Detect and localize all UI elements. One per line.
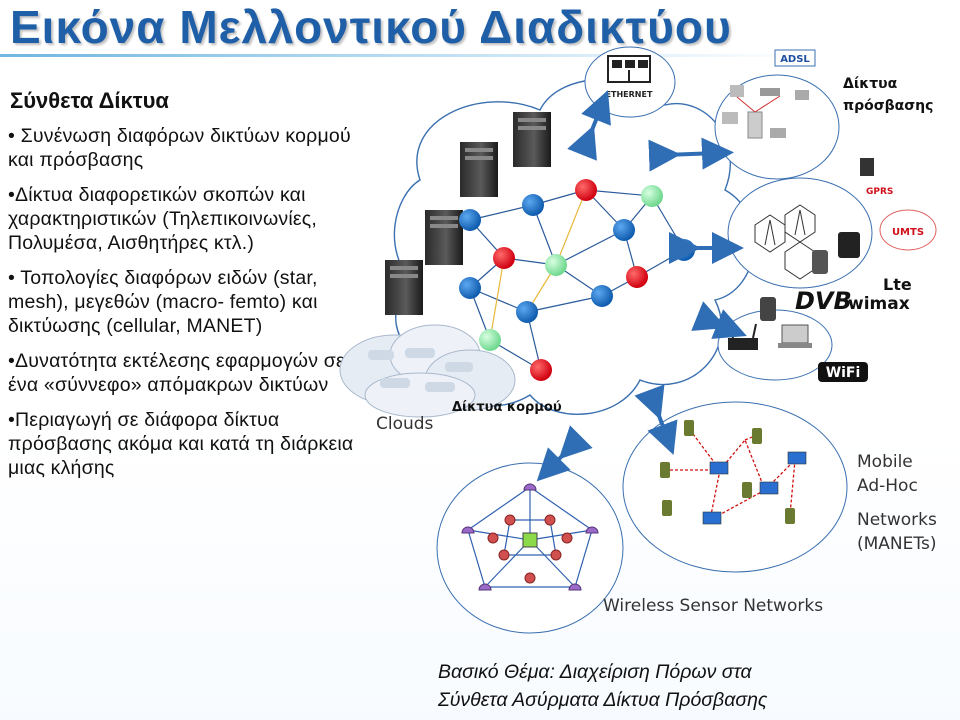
bullet-item: •Δίκτυα διαφορετικών σκοπών και χαρακτηρ…	[8, 184, 317, 254]
ethernet-network: ETHERNET	[584, 46, 676, 118]
node-blue	[522, 194, 544, 216]
node-red	[493, 247, 515, 269]
adsl-network: ADSL	[714, 49, 840, 180]
access-network-label-1: Δίκτυα	[843, 76, 898, 92]
node-red	[626, 266, 648, 288]
slide-subtitle: Σύνθετα Δίκτυα	[10, 88, 169, 113]
dvb-label: DVB	[795, 287, 852, 315]
wimax-label: wimax	[848, 294, 910, 314]
gprs-badge: GPRS	[860, 158, 893, 197]
manet-label-2: Ad-Hoc	[857, 476, 918, 496]
node-blue	[516, 301, 538, 323]
node-green	[545, 254, 567, 276]
adsl-label: ADSL	[780, 54, 810, 65]
server-icon	[385, 112, 551, 315]
umts-badge: UMTS	[879, 209, 937, 251]
wifi-label: WiFi	[826, 365, 861, 381]
node-red	[575, 179, 597, 201]
clouds-cluster	[339, 324, 516, 418]
bullet-item: •Δυνατότητα εκτέλεσης εφαρμογών σε ένα «…	[8, 350, 345, 396]
bullet-item: • Συνένωση διαφόρων δικτύων κορμού και π…	[8, 125, 351, 171]
bullet-list: • Συνένωση διαφόρων δικτύων κορμού και π…	[8, 124, 373, 491]
access-network-label-2: πρόσβασης	[843, 98, 934, 114]
gprs-label: GPRS	[866, 187, 893, 197]
manet-network	[622, 401, 848, 573]
lte-label: Lte	[883, 275, 912, 294]
manet-label-1: Mobile	[857, 452, 913, 472]
node-blue	[613, 219, 635, 241]
node-blue	[459, 277, 481, 299]
manet-label-3: Networks	[857, 510, 937, 530]
title-underline	[0, 54, 800, 57]
bullet-item: • Τοπολογίες διαφόρων ειδών (star, mesh)…	[8, 267, 318, 337]
ethernet-label: ETHERNET	[606, 90, 653, 99]
node-blue	[591, 285, 613, 307]
main-theme-line-1: Βασικό Θέμα: Διαχείριση Πόρων στα	[438, 661, 752, 683]
cellular-network	[727, 177, 873, 289]
connection-arrows	[536, 90, 747, 482]
umts-label: UMTS	[892, 227, 924, 238]
main-theme: Βασικό Θέμα: Διαχείριση Πόρων στα Σύνθετ…	[438, 658, 767, 714]
node-red	[530, 359, 552, 381]
node-blue	[459, 209, 481, 231]
slide-title: Εικόνα Μελλοντικού Διαδικτύου	[10, 1, 732, 53]
node-green	[641, 185, 663, 207]
wsn-network	[436, 462, 624, 634]
main-theme-line-2: Σύνθετα Ασύρματα Δίκτυα Πρόσβασης	[438, 689, 768, 711]
node-green	[479, 329, 501, 351]
core-network-label: Δίκτυα κορμού	[452, 400, 562, 415]
clouds-label: Clouds	[376, 414, 434, 434]
wsn-label: Wireless Sensor Networks	[603, 596, 824, 616]
manet-label-4: (MANETs)	[857, 534, 937, 554]
bullet-item: •Περιαγωγή σε διάφορα δίκτυα πρόσβασης α…	[8, 409, 354, 479]
